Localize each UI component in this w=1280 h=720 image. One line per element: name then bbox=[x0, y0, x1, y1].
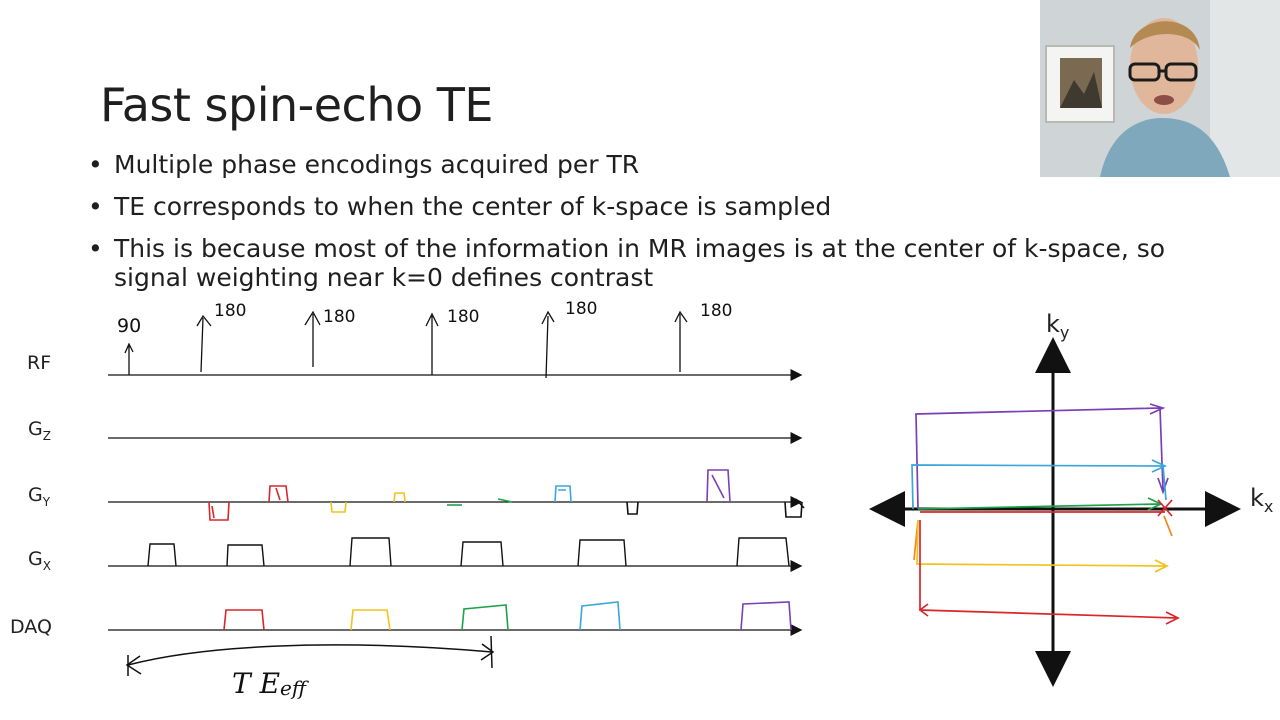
bullet-list: • Multiple phase encodings acquired per T… bbox=[88, 150, 1188, 305]
bullet-item: • Multiple phase encodings acquired per T… bbox=[88, 150, 1188, 179]
gy-blip-red bbox=[268, 485, 289, 503]
rf-pulse-90 bbox=[124, 342, 134, 375]
gy-blip-yellow bbox=[330, 501, 347, 513]
gy-blip-red bbox=[208, 501, 230, 521]
traj-orange bbox=[913, 515, 1173, 561]
gx-readouts bbox=[147, 537, 790, 567]
traj-yellow bbox=[916, 519, 1169, 573]
kspace-trajectories bbox=[911, 403, 1180, 625]
bullet-text: TE corresponds to when the center of k-s… bbox=[114, 192, 832, 221]
bullet-dot-icon: • bbox=[88, 150, 103, 179]
traj-blue bbox=[911, 459, 1168, 510]
presenter-video bbox=[1040, 0, 1280, 177]
row-label-gx: GX bbox=[28, 548, 51, 573]
traj-red-center bbox=[920, 499, 1173, 517]
gy-blip-purple bbox=[706, 469, 731, 503]
rf-label-180: 180 bbox=[565, 299, 597, 319]
gy-blips bbox=[208, 469, 805, 521]
gy-blip-black bbox=[626, 501, 639, 515]
row-label-gz: GZ bbox=[28, 418, 51, 443]
slide-title: Fast spin-echo TE bbox=[100, 78, 493, 132]
kx-axis-label: kx bbox=[1250, 484, 1274, 516]
te-eff-label: T Eeff bbox=[232, 667, 310, 700]
traj-red bbox=[918, 520, 1180, 625]
presenter-video-icon bbox=[1040, 0, 1280, 177]
rf-label-180: 180 bbox=[700, 301, 732, 321]
row-label-daq: DAQ bbox=[10, 616, 52, 638]
bullet-dot-icon: • bbox=[88, 234, 103, 263]
ky-axis-label: ky bbox=[1046, 310, 1070, 342]
row-label-rf: RF bbox=[27, 352, 52, 374]
te-eff-arrow bbox=[125, 635, 495, 676]
bullet-text: Multiple phase encodings acquired per TR bbox=[114, 150, 640, 179]
gy-blip-black bbox=[784, 498, 805, 518]
daq-windows bbox=[223, 601, 792, 631]
bullet-dot-icon: • bbox=[88, 192, 103, 221]
rf-label-180: 180 bbox=[447, 307, 479, 327]
rf-label-180: 180 bbox=[323, 307, 355, 327]
bullet-text: This is because most of the information … bbox=[114, 234, 1166, 292]
bullet-item: • TE corresponds to when the center of k-… bbox=[88, 192, 1188, 221]
rf-label-180: 180 bbox=[214, 301, 246, 321]
rf-label-90: 90 bbox=[117, 315, 141, 337]
gy-blip-blue bbox=[554, 485, 572, 503]
gy-blip-yellow bbox=[393, 492, 406, 503]
traj-purple bbox=[915, 403, 1169, 510]
gy-blip-green bbox=[497, 498, 513, 503]
row-label-gy: GY bbox=[28, 484, 51, 509]
rf-pulse-180 bbox=[196, 310, 688, 379]
bullet-item: • This is because most of the information… bbox=[88, 234, 1188, 292]
